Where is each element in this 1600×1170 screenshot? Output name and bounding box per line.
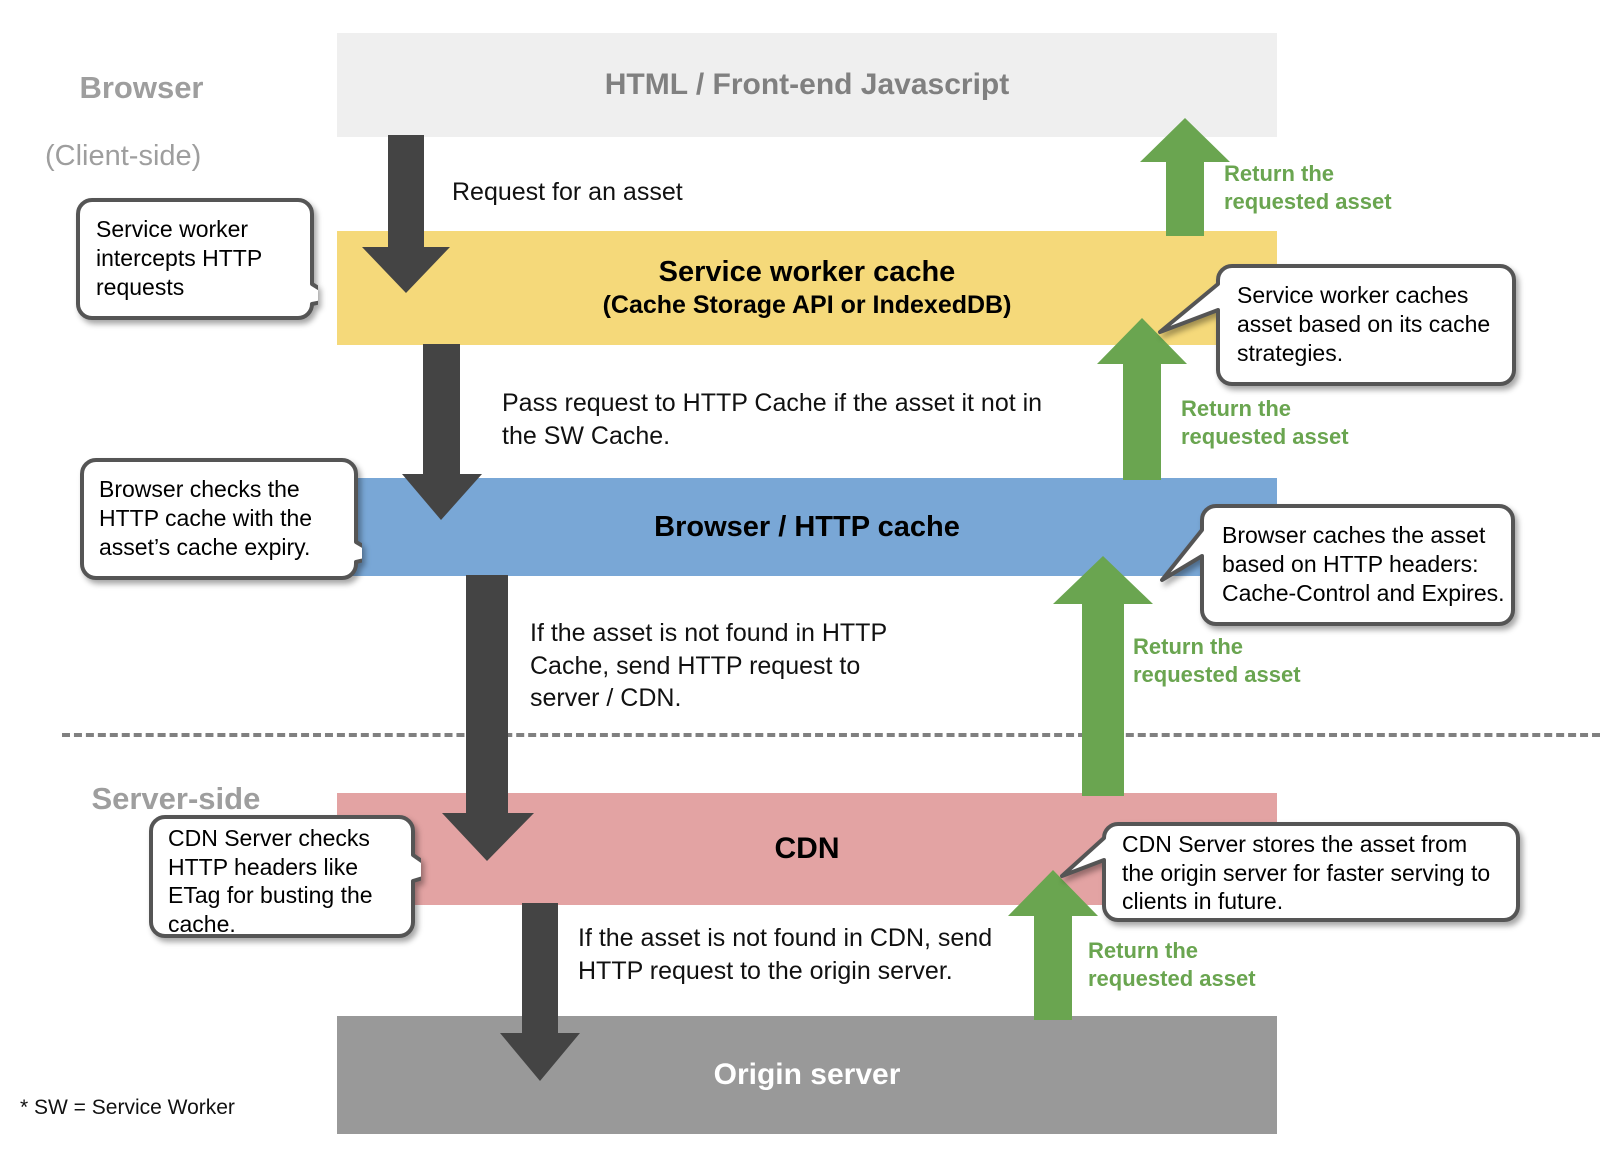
section-label-client: Browser (Client-side) (45, 36, 204, 242)
return-label-to-http: Return the requested asset (1133, 634, 1301, 687)
callout-cdn-stores: CDN Server stores the asset from the ori… (1060, 822, 1520, 922)
layer-bar-html: HTML / Front-end Javascript (337, 33, 1277, 137)
section-label-client-subtitle: (Client-side) (45, 140, 202, 173)
layer-bar-service-worker-cache: Service worker cache (Cache Storage API … (337, 231, 1277, 345)
flow-text-request-for-asset: Request for an asset (452, 178, 683, 206)
layer-bar-sw-label: Service worker cache (658, 256, 956, 289)
arrow-down-http-to-cdn (442, 575, 552, 863)
layer-bar-origin-server: Origin server (337, 1016, 1277, 1134)
layer-bar-http-label: Browser / HTTP cache (654, 510, 960, 543)
client-server-divider (62, 733, 1600, 737)
layer-bar-cdn-label: CDN (774, 832, 840, 866)
callout-sw-caches: Service worker caches asset based on its… (1158, 264, 1516, 386)
return-label-to-cdn: Return the requested asset (1088, 938, 1256, 991)
layer-bar-html-label: HTML / Front-end Javascript (604, 68, 1010, 102)
arrow-down-sw-to-http (402, 344, 502, 522)
section-label-server-title: Server-side (91, 780, 261, 816)
layer-bar-origin-label: Origin server (713, 1058, 901, 1092)
callout-sw-intercept: Service worker intercepts HTTP requests (76, 198, 318, 320)
return-label-to-html: Return the requested asset (1224, 161, 1392, 214)
arrow-up-sw-to-html (1140, 118, 1240, 236)
arrow-up-origin-to-cdn (1008, 870, 1108, 1020)
footnote-sw-abbreviation: * SW = Service Worker (20, 1096, 235, 1119)
callout-cdn-stores-text: CDN Server stores the asset from the ori… (1122, 831, 1491, 915)
callout-browser-checks-text: Browser checks the HTTP cache with the a… (99, 476, 313, 560)
callout-sw-intercept-text: Service worker intercepts HTTP requests (96, 216, 263, 300)
return-label-to-sw: Return the requested asset (1181, 396, 1349, 449)
layer-bar-sw-sublabel: (Cache Storage API or IndexedDB) (602, 291, 1012, 320)
callout-cdn-checks: CDN Server checks HTTP headers like ETag… (149, 815, 421, 938)
callout-browser-caches-text: Browser caches the asset based on HTTP h… (1222, 522, 1505, 606)
arrow-up-http-to-sw (1097, 318, 1197, 480)
callout-browser-caches: Browser caches the asset based on HTTP h… (1160, 504, 1515, 626)
callout-browser-checks: Browser checks the HTTP cache with the a… (80, 458, 362, 580)
section-label-server: Server-side (57, 747, 260, 851)
flow-text-not-found-in-cdn: If the asset is not found in CDN, send H… (578, 924, 993, 985)
flow-text-pass-to-http-cache: Pass request to HTTP Cache if the asset … (502, 389, 1043, 450)
flow-text-not-found-in-http: If the asset is not found in HTTP Cache,… (530, 619, 888, 712)
layer-bar-browser-http-cache: Browser / HTTP cache (337, 478, 1277, 576)
arrow-down-cdn-to-origin (500, 903, 600, 1083)
callout-cdn-checks-text: CDN Server checks HTTP headers like ETag… (168, 825, 373, 937)
callout-sw-caches-text: Service worker caches asset based on its… (1237, 282, 1491, 366)
arrow-down-html-to-sw (362, 135, 462, 295)
section-label-client-title: Browser (79, 69, 204, 105)
arrow-up-cdn-to-http (1053, 556, 1163, 796)
